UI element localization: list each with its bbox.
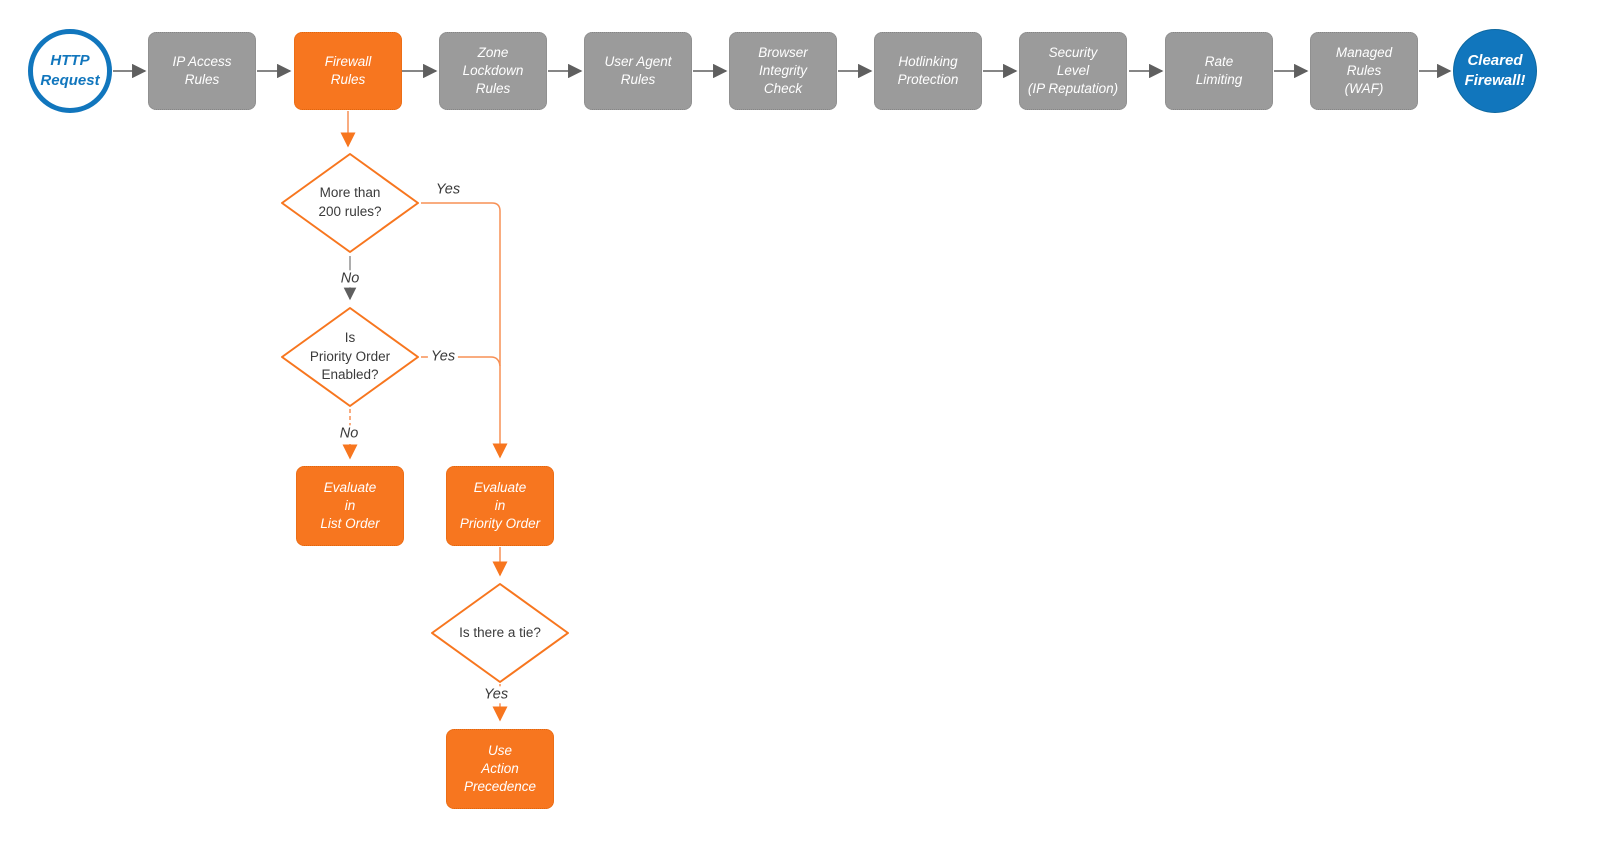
node-hotlinking-protection: Hotlinking Protection — [874, 32, 982, 110]
node-managed-rules-waf-label: Managed Rules (WAF) — [1335, 44, 1393, 97]
node-evaluate-in-priority-order-label: Evaluate in Priority Order — [459, 479, 541, 532]
edge-label-d1-yes: Yes — [432, 181, 464, 199]
node-security-level: Security Level (IP Reputation) — [1019, 32, 1127, 110]
decision-more-than-200-rules-label: More than 200 rules? — [318, 185, 382, 219]
node-security-level-label: Security Level (IP Reputation) — [1027, 44, 1119, 97]
node-rate-limiting-label: Rate Limiting — [1195, 53, 1243, 87]
edge-d2-yes — [421, 356, 501, 367]
diamond-shape — [431, 583, 569, 683]
edge-label-d2-yes: Yes — [427, 348, 459, 366]
node-ip-access-rules: IP Access Rules — [148, 32, 256, 110]
node-http-request: HTTP Request — [28, 29, 112, 113]
node-evaluate-in-list-order: Evaluate in List Order — [296, 466, 404, 546]
node-rate-limiting: Rate Limiting — [1165, 32, 1273, 110]
node-hotlinking-protection-label: Hotlinking Protection — [897, 53, 959, 87]
node-user-agent-rules-label: User Agent Rules — [604, 53, 672, 87]
decision-is-there-a-tie: Is there a tie? — [430, 582, 570, 684]
decision-priority-order-enabled: Is Priority Order Enabled? — [280, 306, 420, 408]
node-zone-lockdown-rules: Zone Lockdown Rules — [439, 32, 547, 110]
decision-priority-order-enabled-label: Is Priority Order Enabled? — [309, 330, 391, 383]
node-zone-lockdown-rules-label: Zone Lockdown Rules — [462, 44, 524, 97]
node-cleared-firewall: Cleared Firewall! — [1453, 29, 1537, 113]
node-firewall-rules-label: Firewall Rules — [324, 53, 372, 87]
edge-label-d3-yes: Yes — [480, 686, 512, 704]
node-browser-integrity-check-label: Browser Integrity Check — [758, 44, 808, 97]
node-use-action-precedence: Use Action Precedence — [446, 729, 554, 809]
edge-label-d2-no: No — [336, 425, 362, 443]
decision-is-there-a-tie-label: Is there a tie? — [459, 624, 541, 640]
node-managed-rules-waf: Managed Rules (WAF) — [1310, 32, 1418, 110]
node-cleared-firewall-label: Cleared Firewall! — [1464, 51, 1526, 89]
edge-d1-yes — [421, 202, 508, 459]
node-firewall-rules: Firewall Rules — [294, 32, 402, 110]
decision-more-than-200-rules: More than 200 rules? — [280, 152, 420, 254]
node-user-agent-rules: User Agent Rules — [584, 32, 692, 110]
node-browser-integrity-check: Browser Integrity Check — [729, 32, 837, 110]
edge-label-d1-no: No — [337, 270, 363, 288]
node-evaluate-in-list-order-label: Evaluate in List Order — [320, 479, 380, 532]
diamond-shape — [281, 307, 419, 407]
node-evaluate-in-priority-order: Evaluate in Priority Order — [446, 466, 554, 546]
node-ip-access-rules-label: IP Access Rules — [172, 53, 232, 87]
node-http-request-label: HTTP Request — [40, 51, 100, 89]
diamond-shape — [281, 153, 419, 253]
node-use-action-precedence-label: Use Action Precedence — [463, 742, 537, 795]
